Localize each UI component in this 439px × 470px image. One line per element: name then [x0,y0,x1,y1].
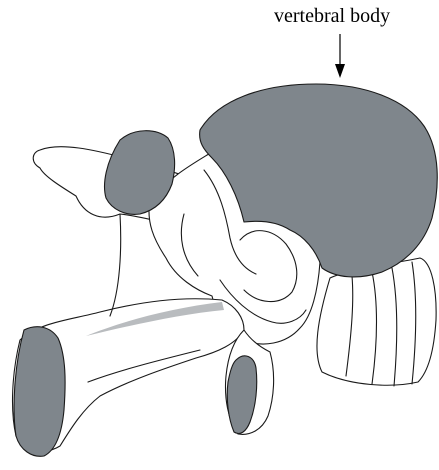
vertebral-body-label: vertebral body [274,6,390,26]
label-pointer-arrow [335,34,345,78]
spinous-process-cut-surface [14,327,65,457]
